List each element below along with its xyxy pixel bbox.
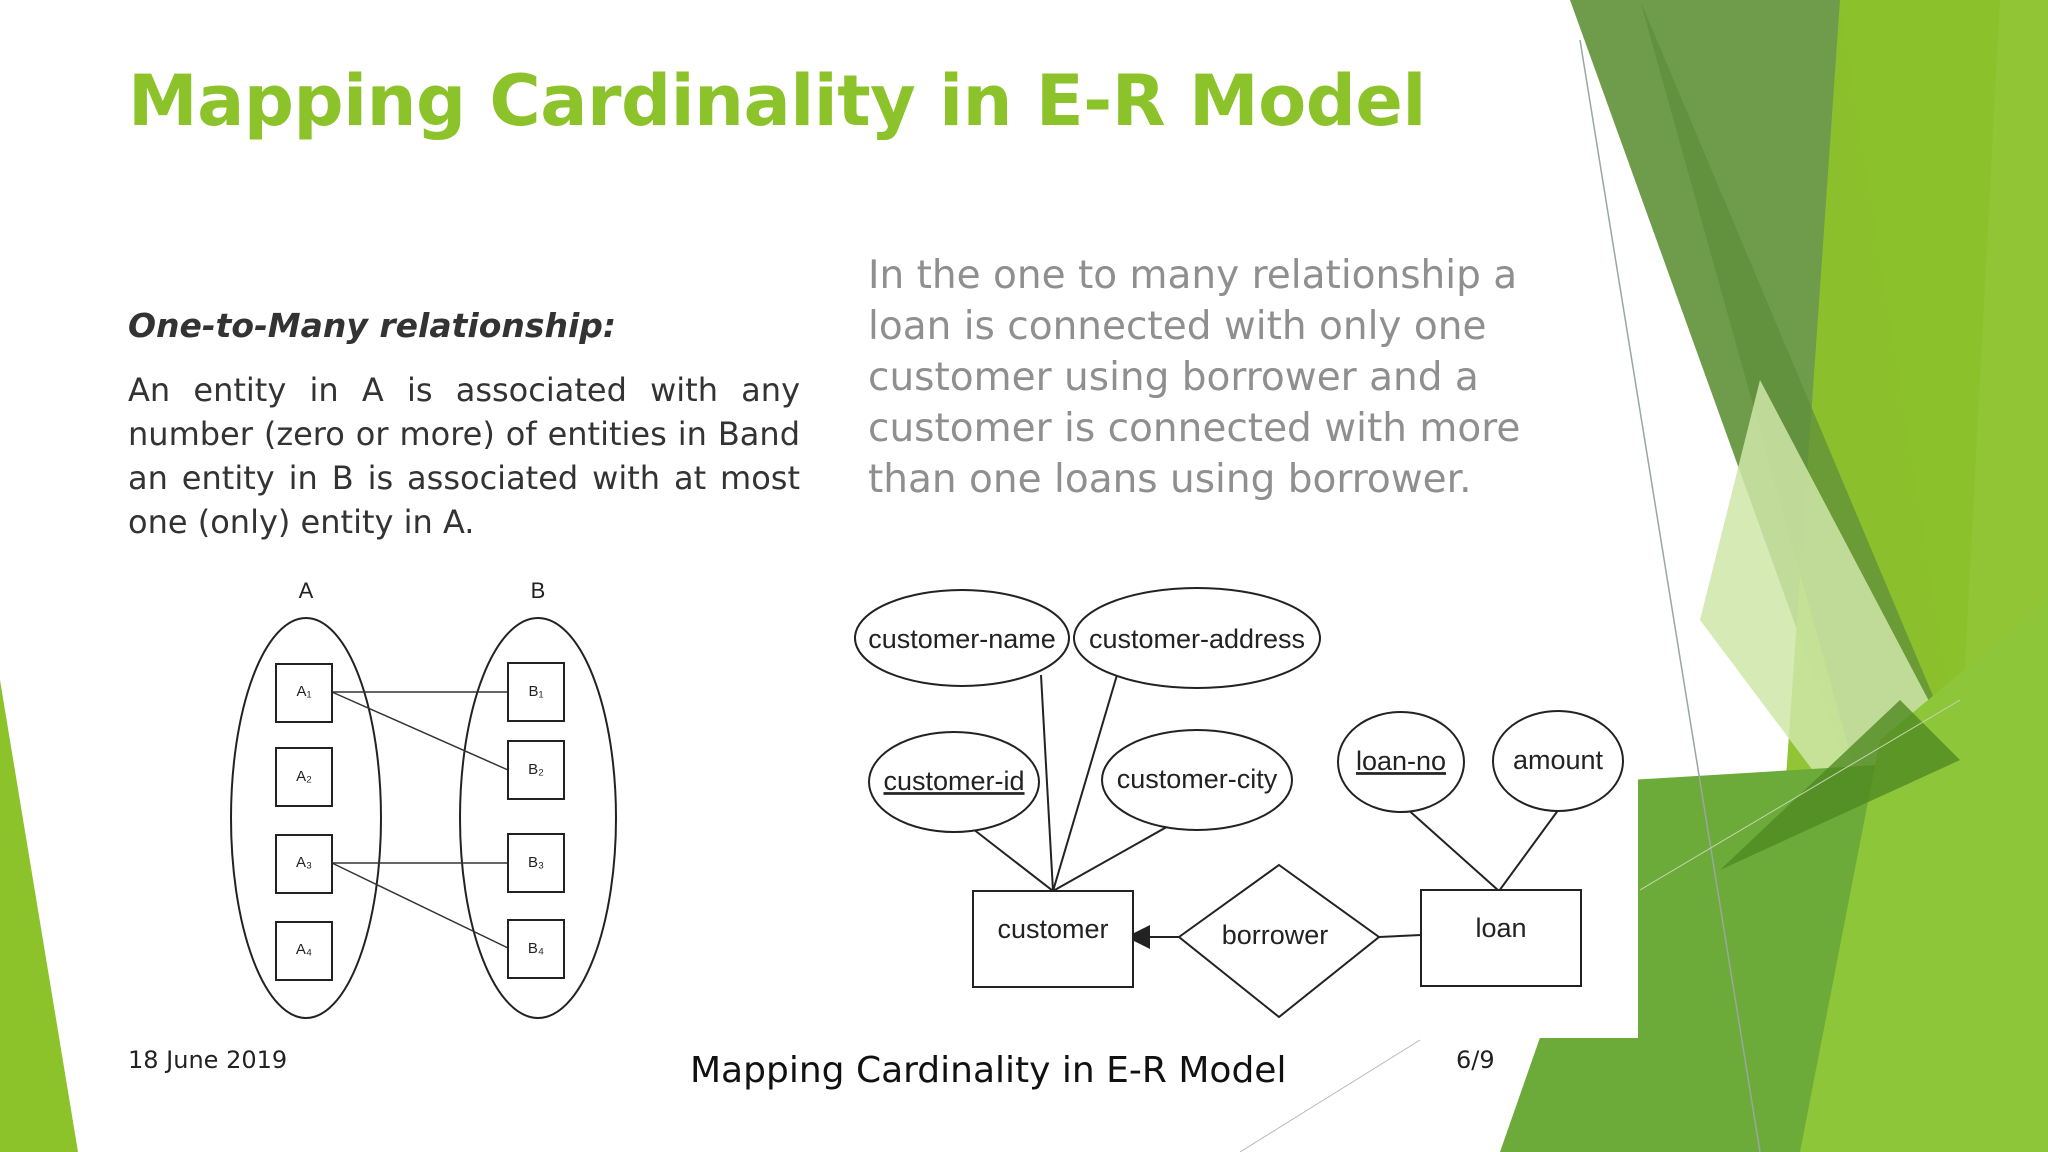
bg-left-green-wedge <box>0 680 78 1152</box>
set-b-items: B₁ B₂ B₃ B₄ <box>507 662 565 979</box>
relationship-subtitle: One-to-Many relationship: <box>128 306 617 345</box>
set-a-label: A <box>299 578 314 603</box>
link-a3-b4 <box>331 862 509 949</box>
bg-thin-line-3 <box>1639 699 1961 891</box>
attr-customer-address-ellipse <box>1073 587 1321 689</box>
set-b-item: B₁ <box>528 683 543 700</box>
body-paragraph: An entity in A is associated with any nu… <box>128 371 800 541</box>
entity-loan-box <box>1420 889 1582 987</box>
attr-loan-no: loan-no <box>1356 746 1446 776</box>
set-a-ellipse <box>230 617 382 1019</box>
entity-customer: customer <box>997 914 1108 944</box>
footer-page-number: 6/9 <box>1456 1046 1495 1074</box>
set-a-item: A₄ <box>296 941 312 958</box>
entity-loan: loan <box>1475 913 1526 943</box>
connector-customer-name <box>1040 674 1054 892</box>
right-paragraph: In the one to many relationship a loan i… <box>868 253 1521 502</box>
connector-loan-no <box>1404 806 1500 892</box>
connector-borrower-loan <box>1378 934 1422 938</box>
er-diagram: customer-name customer-address customer-… <box>854 587 1624 1019</box>
connector-customer-address <box>1052 674 1118 892</box>
bg-thin-line-2 <box>1239 1039 1421 1152</box>
set-a-item: A₃ <box>296 854 312 871</box>
er-attributes: customer-name customer-address customer-… <box>854 587 1624 833</box>
set-links <box>331 691 509 949</box>
attr-amount-ellipse <box>1492 710 1624 812</box>
relationship-borrower: borrower <box>1222 920 1329 950</box>
set-b-item: B₄ <box>528 940 544 957</box>
attr-customer-city-ellipse <box>1101 729 1293 831</box>
set-b-item-box <box>507 740 565 800</box>
attr-customer-id: customer-id <box>883 766 1024 796</box>
set-a-item-box <box>275 921 333 981</box>
attr-customer-name: customer-name <box>868 624 1056 654</box>
set-a-item-box <box>275 663 333 723</box>
attr-amount: amount <box>1513 745 1604 775</box>
relationship-borrower-diamond <box>1177 863 1381 1019</box>
set-b-label: B <box>531 578 546 603</box>
footer-date: 18 June 2019 <box>128 1046 288 1074</box>
entity-customer-box <box>972 890 1134 988</box>
set-b-item: B₂ <box>528 761 544 778</box>
set-b-item-box <box>507 662 565 722</box>
er-relationship: borrower <box>1177 863 1381 1019</box>
set-a-item-box <box>275 747 333 807</box>
set-b-item: B₃ <box>528 854 544 871</box>
attr-loan-no-ellipse <box>1337 711 1465 813</box>
set-a-item: A₂ <box>296 768 312 785</box>
link-a1-b2 <box>331 691 509 771</box>
set-b-item-box <box>507 919 565 979</box>
bg-thin-line <box>1579 39 1761 1152</box>
bg-shape-dark-accent <box>1720 700 1960 870</box>
connector-amount <box>1498 808 1560 892</box>
attr-customer-name-ellipse <box>854 589 1070 687</box>
set-b-ellipse <box>459 617 617 1019</box>
set-b-item-box <box>507 833 565 893</box>
set-a-item-box <box>275 834 333 894</box>
set-a-items: A₁ A₂ A₃ A₄ <box>275 663 333 981</box>
set-a-item: A₁ <box>296 683 311 700</box>
attr-customer-city: customer-city <box>1117 764 1278 794</box>
page-title: Mapping Cardinality in E-R Model <box>128 60 1426 142</box>
bg-shape-bottom-light <box>1800 600 2048 1152</box>
footer-title: Mapping Cardinality in E-R Model <box>690 1050 1287 1091</box>
attr-customer-address: customer-address <box>1089 624 1305 654</box>
er-entities: customer loan <box>972 889 1582 988</box>
attr-customer-id-ellipse <box>868 731 1040 833</box>
set-mapping-diagram: A B A₁ A₂ A₃ A₄ B₁ B₂ B₃ B <box>230 578 617 1019</box>
